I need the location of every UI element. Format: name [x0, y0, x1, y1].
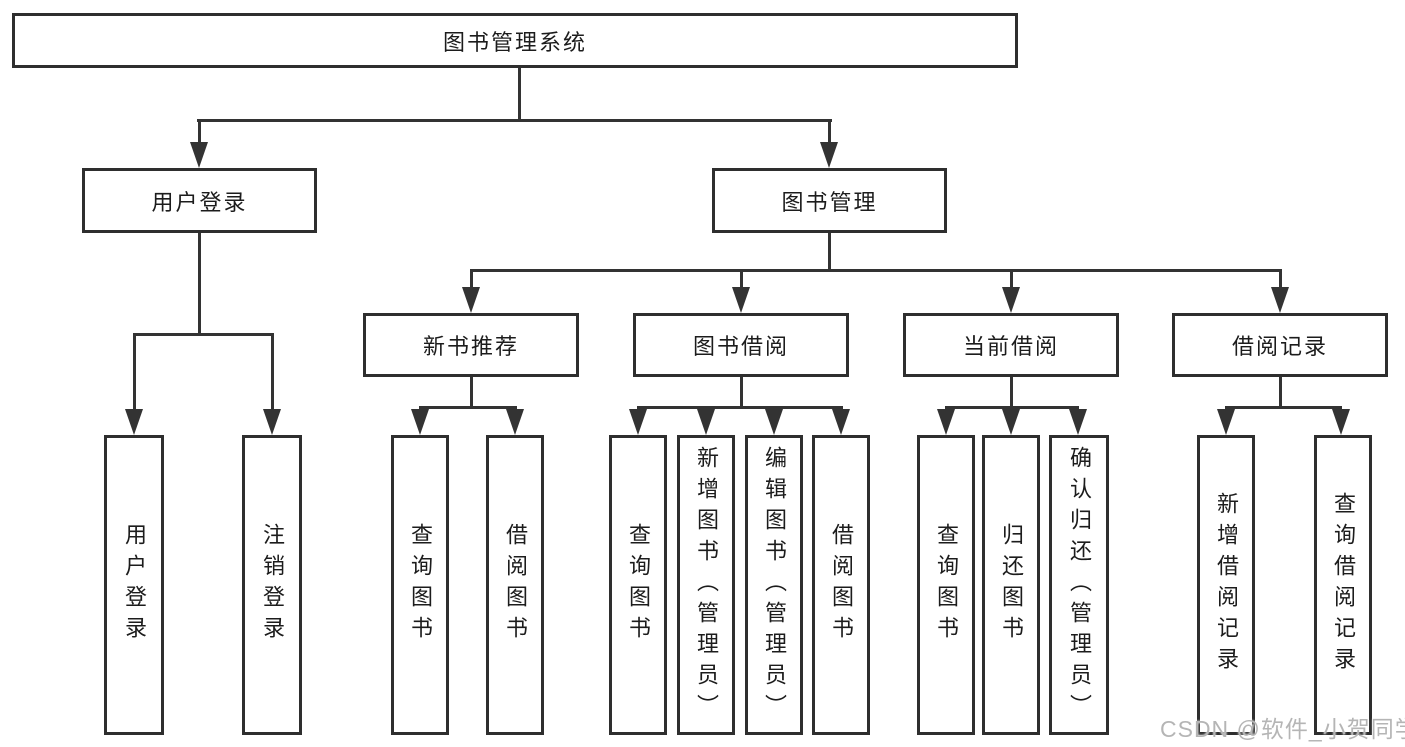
leaf-query-borrow-record: 查询借阅记录 — [1314, 435, 1372, 735]
arrow-down-icon — [629, 409, 647, 435]
connector-line — [740, 377, 743, 408]
leaf-add-book-admin: 新增图书（管理员） — [677, 435, 735, 735]
leaf-label: 查询图书 — [408, 523, 433, 647]
arrow-down-icon — [190, 142, 208, 168]
node-user-login: 用户登录 — [82, 168, 317, 233]
node-borrow-records: 借阅记录 — [1172, 313, 1388, 377]
arrow-down-icon — [1002, 409, 1020, 435]
connector-line — [419, 406, 517, 409]
leaf-logout: 注销登录 — [242, 435, 302, 735]
connector-line — [828, 233, 831, 272]
leaf-label: 归还图书 — [999, 523, 1024, 647]
leaf-return-book: 归还图书 — [982, 435, 1040, 735]
csdn-watermark: CSDN @软件_小贺同学 — [1160, 716, 1405, 742]
connector-line — [198, 233, 201, 335]
leaf-label: 编辑图书（管理员） — [762, 445, 787, 725]
leaf-confirm-return-admin: 确认归还（管理员） — [1049, 435, 1109, 735]
leaf-label: 注销登录 — [260, 523, 285, 647]
connector-line — [945, 406, 1079, 409]
leaf-label: 确认归还（管理员） — [1067, 445, 1092, 725]
connector-line — [133, 333, 274, 336]
arrow-down-icon — [832, 409, 850, 435]
connector-line — [1279, 377, 1282, 408]
connector-line — [470, 269, 1281, 272]
leaf-query-books-2: 查询图书 — [609, 435, 667, 735]
arrow-down-icon — [263, 409, 281, 435]
arrow-down-icon — [1271, 287, 1289, 313]
arrow-down-icon — [732, 287, 750, 313]
leaf-borrow-books-2: 借阅图书 — [812, 435, 870, 735]
connector-line — [470, 377, 473, 408]
arrow-down-icon — [937, 409, 955, 435]
arrow-down-icon — [1217, 409, 1235, 435]
leaf-label: 借阅图书 — [503, 523, 528, 647]
arrow-down-icon — [462, 287, 480, 313]
node-root-title: 图书管理系统 — [12, 13, 1018, 68]
connector-line — [470, 269, 473, 293]
connector-line — [198, 119, 201, 150]
node-new-book-recommend: 新书推荐 — [363, 313, 579, 377]
leaf-label: 新增借阅记录 — [1214, 492, 1239, 678]
connector-line — [1010, 377, 1013, 408]
leaf-user-login: 用户登录 — [104, 435, 164, 735]
leaf-borrow-books-1: 借阅图书 — [486, 435, 544, 735]
connector-line — [1225, 406, 1342, 409]
node-current-borrow: 当前借阅 — [903, 313, 1119, 377]
arrow-down-icon — [1332, 409, 1350, 435]
arrow-down-icon — [1002, 287, 1020, 313]
node-book-borrow: 图书借阅 — [633, 313, 849, 377]
arrow-down-icon — [506, 409, 524, 435]
leaf-label: 查询图书 — [626, 523, 651, 647]
leaf-query-books-1: 查询图书 — [391, 435, 449, 735]
connector-line — [1279, 269, 1282, 293]
leaf-label: 借阅图书 — [829, 523, 854, 647]
leaf-label: 新增图书（管理员） — [694, 445, 719, 725]
connector-line — [133, 333, 136, 415]
leaf-label: 用户登录 — [122, 523, 147, 647]
connector-line — [1010, 269, 1013, 293]
leaf-query-books-3: 查询图书 — [917, 435, 975, 735]
leaf-label: 查询图书 — [934, 523, 959, 647]
arrow-down-icon — [820, 142, 838, 168]
leaf-label: 查询借阅记录 — [1331, 492, 1356, 678]
connector-line — [518, 68, 521, 122]
leaf-add-borrow-record: 新增借阅记录 — [1197, 435, 1255, 735]
arrow-down-icon — [1069, 409, 1087, 435]
leaf-edit-book-admin: 编辑图书（管理员） — [745, 435, 803, 735]
connector-line — [271, 333, 274, 415]
arrow-down-icon — [125, 409, 143, 435]
arrow-down-icon — [697, 409, 715, 435]
node-book-management: 图书管理 — [712, 168, 947, 233]
connector-line — [828, 119, 831, 150]
connector-line — [740, 269, 743, 293]
connector-line — [197, 119, 832, 122]
arrow-down-icon — [411, 409, 429, 435]
arrow-down-icon — [765, 409, 783, 435]
connector-line — [637, 406, 843, 409]
